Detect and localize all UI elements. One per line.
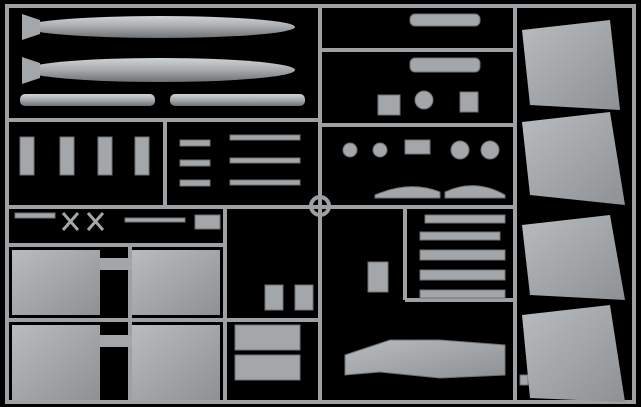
pylons [19,134,301,187]
tail-fins [522,20,625,402]
lower-parts [234,214,529,386]
small-parts [14,212,221,231]
wing-panels [12,250,220,400]
middle-parts [342,13,506,199]
drop-tanks [20,14,305,106]
sprue-ring [309,195,331,217]
sprue-frame [5,4,636,404]
